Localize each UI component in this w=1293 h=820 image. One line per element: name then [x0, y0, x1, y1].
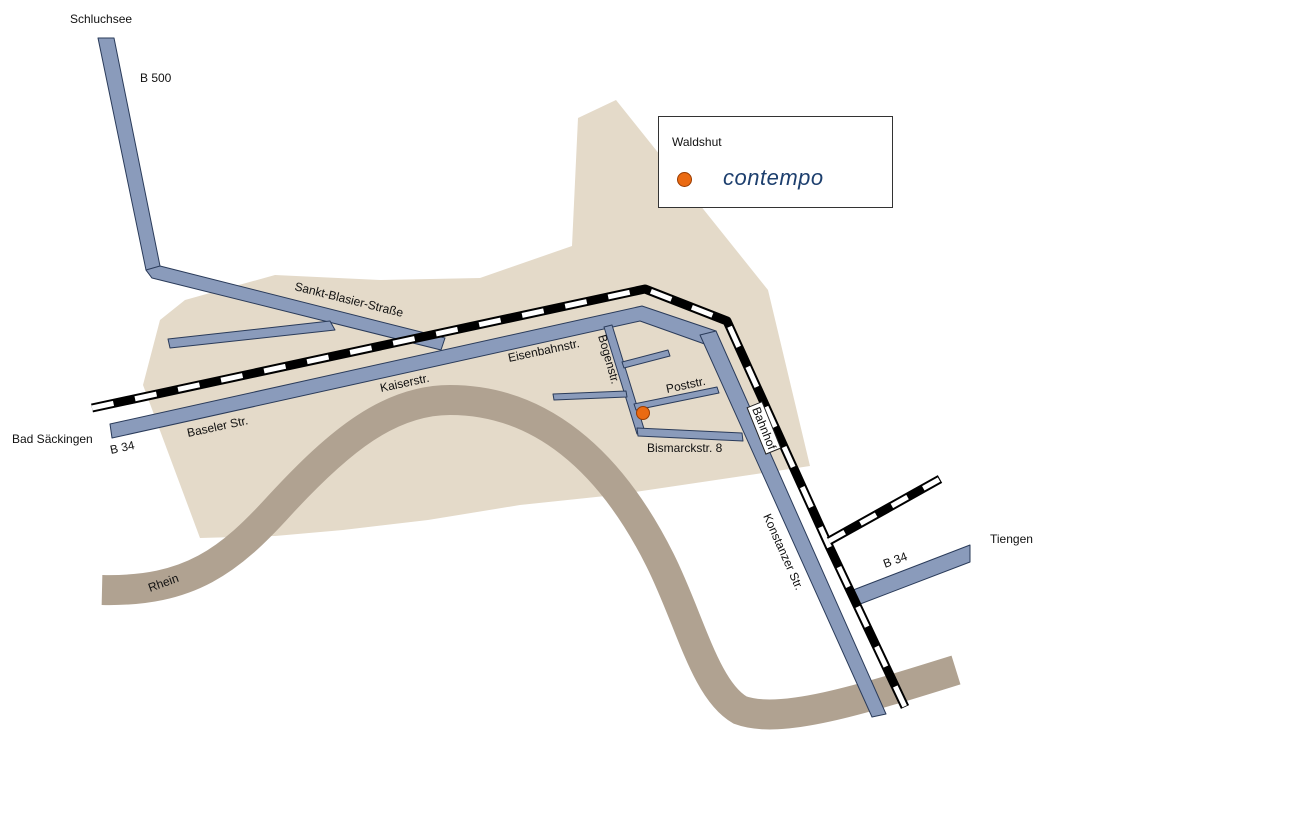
road-poststr — [633, 386, 720, 411]
road-west-link — [552, 390, 628, 401]
company-logo: contempo — [723, 165, 824, 190]
road-sankt-blasier-strasse — [145, 265, 446, 351]
label-b500: B 500 — [140, 71, 172, 85]
location-marker-icon — [636, 406, 650, 420]
road-side-west — [167, 320, 336, 349]
label-b34-west: B 34 — [109, 438, 136, 457]
road-side-north — [621, 349, 671, 369]
road-bismarckstr — [636, 427, 744, 442]
river-rhein — [101, 384, 961, 730]
label-tiengen: Tiengen — [990, 532, 1033, 546]
legend-marker-icon — [677, 172, 692, 187]
railway — [91, 284, 943, 709]
label-bismarckstr: Bismarckstr. 8 — [647, 441, 723, 455]
label-bad-saeckingen: Bad Säckingen — [12, 432, 93, 446]
road-konstanzer-str — [699, 330, 887, 718]
road-b34-east — [847, 544, 971, 607]
label-schluchsee: Schluchsee — [70, 12, 132, 26]
legend-box: Waldshut contempo — [658, 116, 893, 208]
road-network — [97, 37, 971, 718]
label-b34-east: B 34 — [881, 549, 909, 571]
legend-title: Waldshut — [672, 135, 722, 149]
